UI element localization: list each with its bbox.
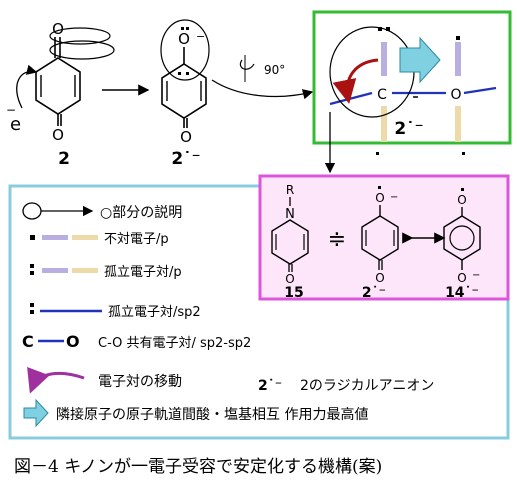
- atom-o: O: [375, 271, 384, 285]
- legend-orbital-interaction: 隣接原子の原子軌道間酸・塩基相互 作用力最高値: [56, 406, 368, 423]
- electron-symbol: e: [10, 114, 21, 135]
- resonance-box: R N O 15 ≑ O − O 2˙⁻ O O − 14˙⁻: [258, 174, 510, 301]
- minus-charge: −: [472, 270, 480, 281]
- minus-charge: −: [196, 30, 205, 43]
- electron-charge: −: [6, 103, 16, 117]
- legend-co-bond: C-O 共有電子対/ sp2-sp2: [98, 336, 251, 351]
- radical-anion-molecule: O − O 2˙⁻: [160, 19, 210, 169]
- atom-r: R: [286, 183, 294, 197]
- rotation-icon: [239, 59, 255, 70]
- unpaired-dot-icon: [30, 235, 35, 240]
- atom-o: O: [375, 191, 384, 205]
- legend-unpaired: 不対電子/p: [104, 232, 169, 247]
- pair-move-legend-icon: [27, 366, 85, 394]
- legend-lone-pair-sp2: 孤立電子対/sp2: [108, 305, 201, 320]
- legend-circle-desc: ○部分の説明: [100, 205, 182, 221]
- quinone-molecule: O O e − 2: [6, 20, 115, 169]
- green-frame: [312, 10, 512, 145]
- atom-n: N: [285, 207, 295, 222]
- interaction-legend-icon: [23, 398, 49, 428]
- orbital-detail-box: C O 2˙⁻: [312, 10, 512, 155]
- mol2-label-right: 2˙⁻: [362, 285, 386, 301]
- rotation-loop-icon: [49, 27, 111, 45]
- figure-caption: 図－4 キノンが一電子受容で安定化する機構(案): [14, 457, 382, 477]
- electron-attack-arrow: [16, 64, 38, 109]
- lone-pair-sp2-dots-icon: [30, 303, 34, 307]
- atom-o-bottom: O: [52, 126, 64, 144]
- mol3-label: 2˙⁻: [394, 119, 423, 139]
- mol15-label: 15: [284, 285, 303, 301]
- mol1-label: 2: [58, 149, 70, 169]
- pink-frame: [258, 174, 510, 301]
- rotation-loop-icon: [49, 40, 115, 60]
- pair-move-arrow: [332, 58, 379, 104]
- rotation-arrow: [211, 79, 314, 100]
- atom-o-top: O: [52, 20, 64, 38]
- minus-charge: −: [390, 192, 398, 203]
- atom-o-top: O: [178, 30, 190, 48]
- legend-co-c: C: [22, 332, 34, 351]
- legend-lone-pair-p: 孤立電子対/p: [104, 265, 182, 280]
- legend-radical-anion: 2のラジカルアニオン: [300, 378, 434, 394]
- atom-o: O: [285, 272, 294, 286]
- approx-symbol: ≑: [328, 227, 346, 252]
- co-bond-line: [329, 86, 497, 106]
- interaction-arrow-icon: [399, 36, 441, 84]
- atom-o: O: [457, 271, 466, 285]
- legend-co-o: O: [66, 332, 80, 351]
- circle-legend-icon: [22, 202, 42, 220]
- legend-radical-symbol: 2˙⁻: [258, 378, 282, 394]
- atom-c: C: [377, 87, 387, 103]
- atom-o: O: [457, 193, 466, 207]
- atom-o: O: [450, 87, 461, 103]
- atom-o-bottom: O: [180, 128, 192, 146]
- focus-circle-icon: [160, 19, 210, 81]
- rotation-angle: 90°: [264, 63, 285, 77]
- mol2-label: 2˙⁻: [171, 149, 200, 169]
- mol14-label: 14˙⁻: [445, 285, 479, 301]
- legend: ○部分の説明 不対電子/p 孤立電子対/p 孤立電子対/sp2 C O C-O …: [22, 202, 434, 428]
- legend-pair-move: 電子対の移動: [98, 374, 182, 390]
- lone-pair-dots-icon: [30, 264, 34, 268]
